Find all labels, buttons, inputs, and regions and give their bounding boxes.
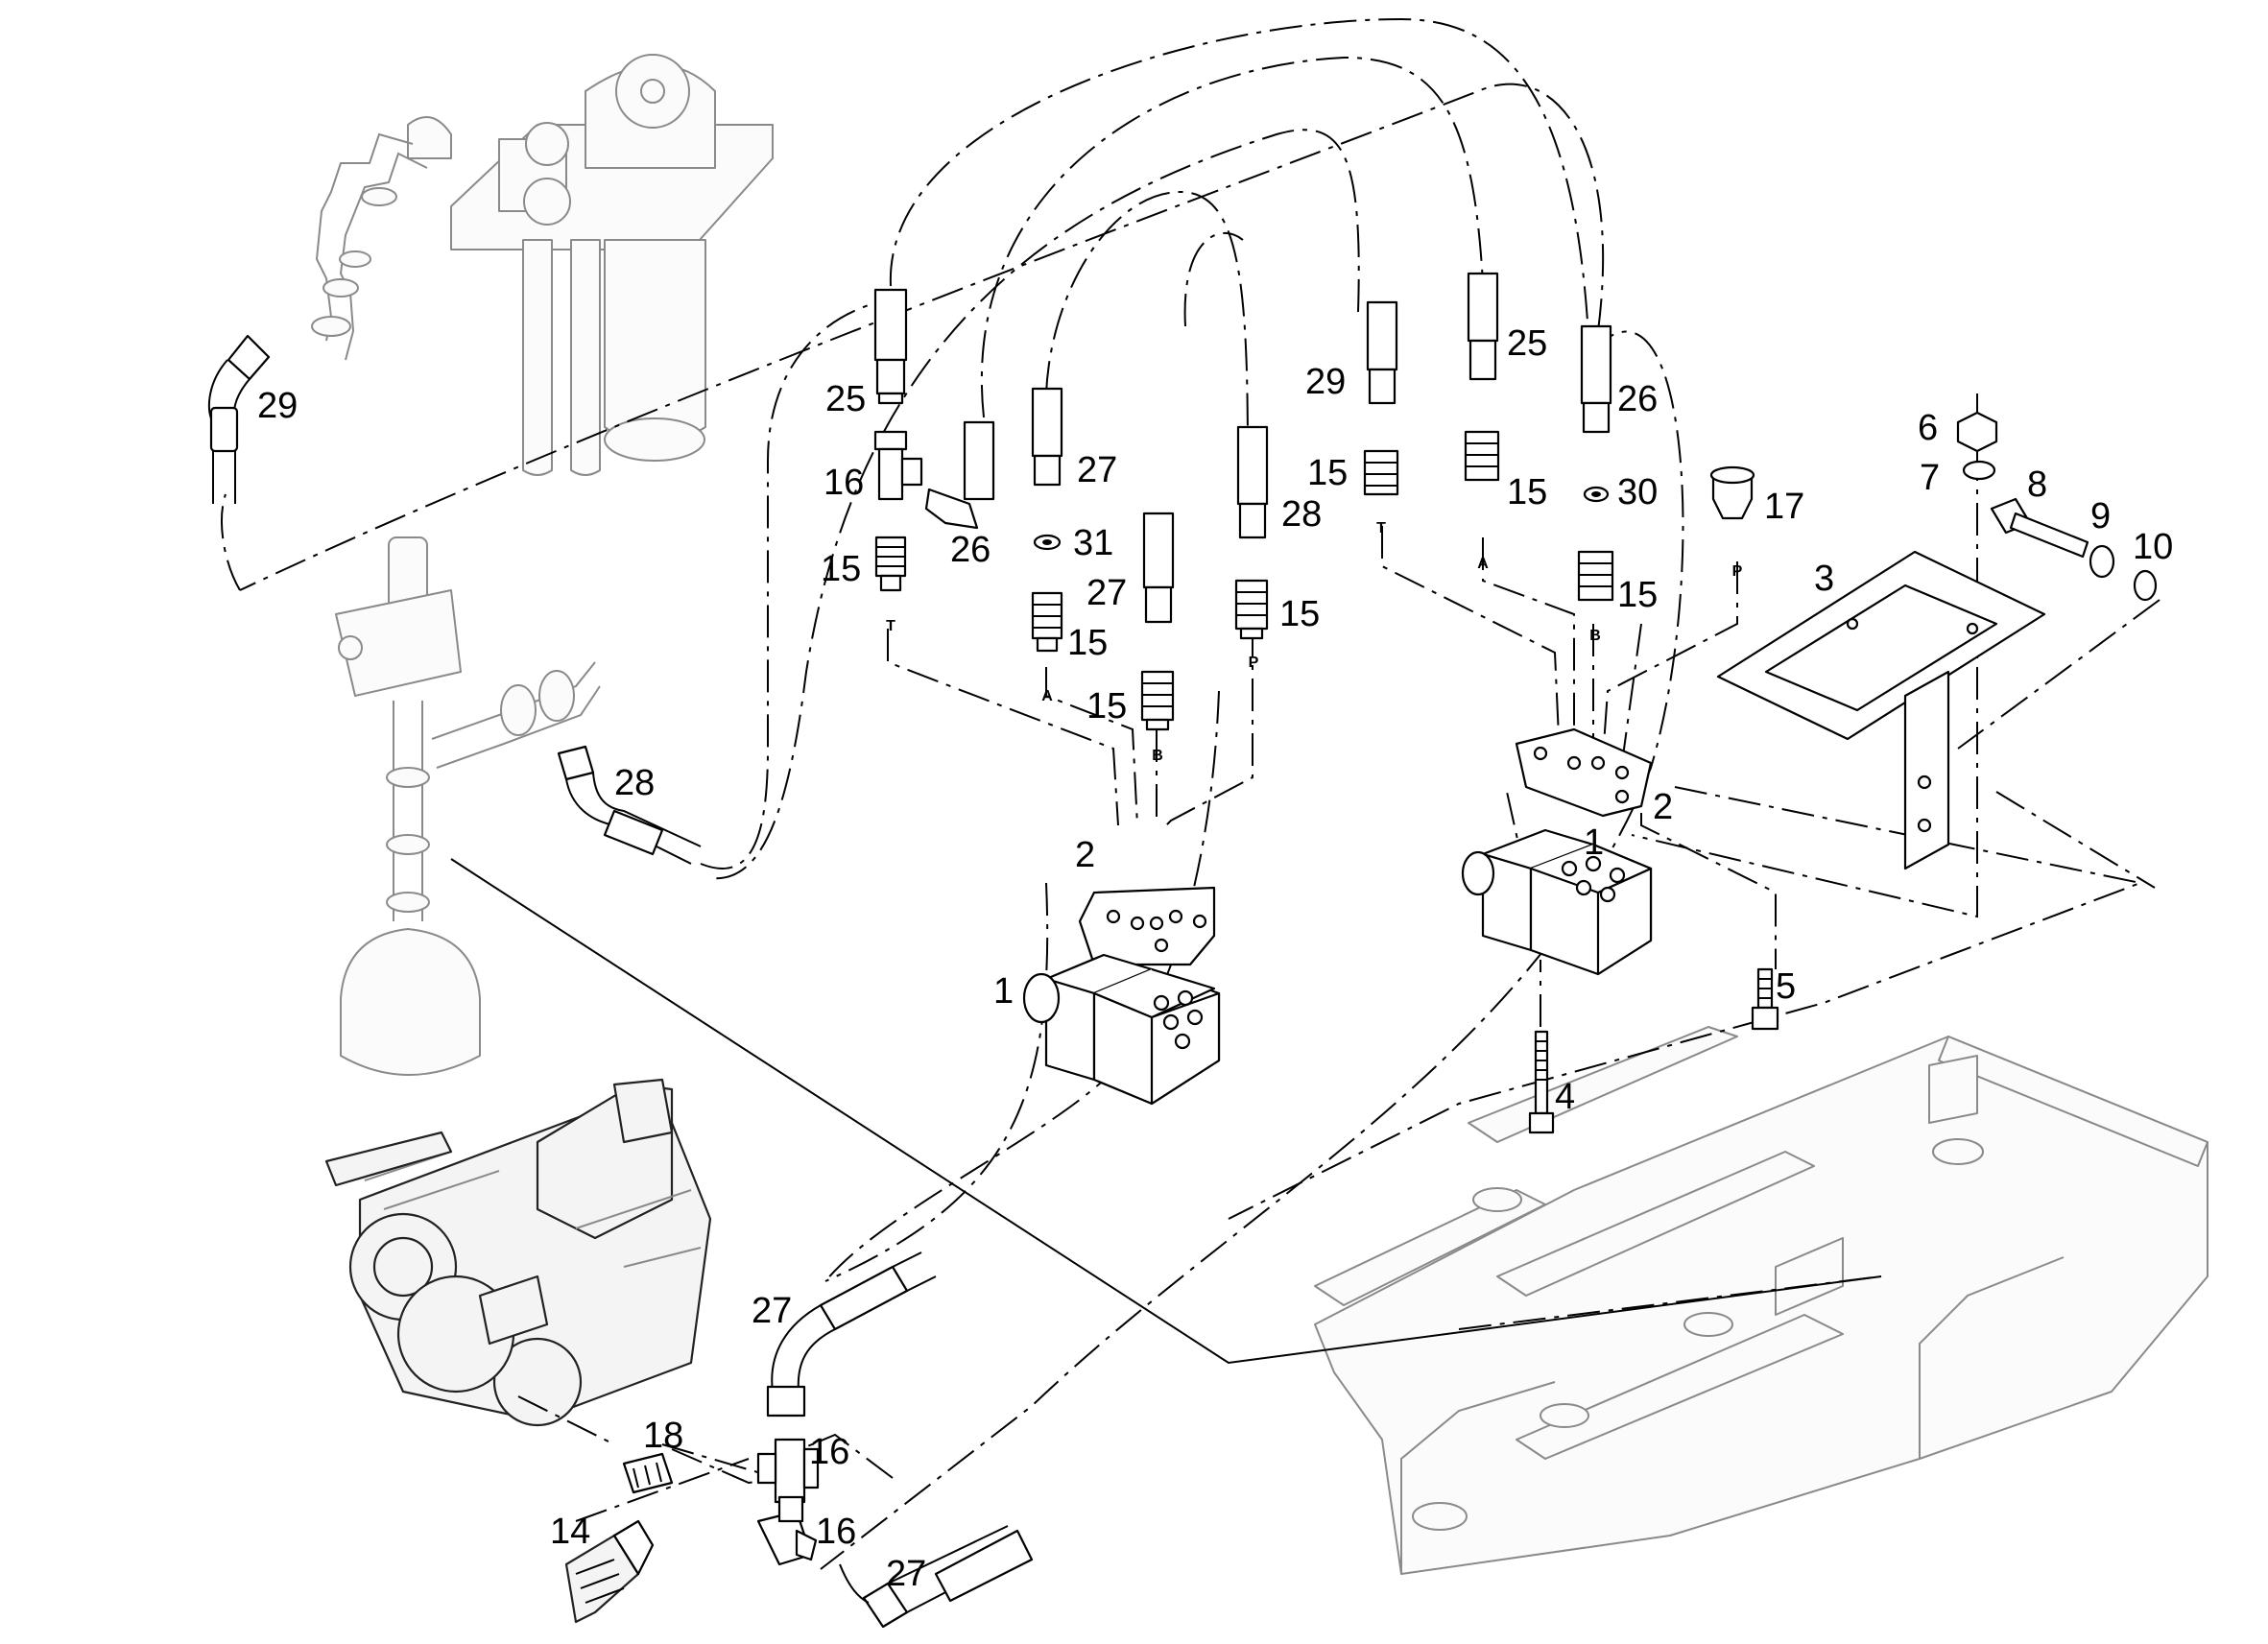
bolt-4	[1528, 1030, 1555, 1134]
callout-15-t-left: 15	[821, 549, 861, 589]
hardware-6-7-8-9-10	[1956, 411, 2158, 602]
hydraulic-tank-filter-unit	[311, 54, 774, 476]
port-label-t-right: T	[1376, 520, 1386, 536]
fitting-column-left-p	[1234, 425, 1269, 640]
fitting-column-left-a	[1031, 387, 1063, 653]
callout-29-right: 29	[1305, 362, 1346, 402]
hose-28	[557, 297, 903, 870]
callout-9: 9	[2090, 496, 2111, 536]
callout-26-right: 26	[1617, 379, 1658, 419]
callout-14: 14	[550, 1512, 590, 1552]
callout-16-bottom-lower: 16	[816, 1512, 856, 1552]
callout-29-left: 29	[257, 386, 298, 426]
callout-26-left: 26	[950, 530, 991, 570]
fitting-column-left-t	[873, 288, 923, 592]
solenoid-valve-1-right	[1461, 828, 1653, 976]
callout-16-left: 16	[824, 463, 864, 503]
gasket-plate-2-right	[1515, 727, 1653, 818]
callout-25-left: 25	[825, 379, 866, 419]
callout-10: 10	[2133, 527, 2173, 567]
hose-27-upper	[766, 1251, 937, 1418]
callout-27-bottom-upper: 27	[752, 1291, 792, 1331]
callout-7: 7	[1920, 458, 1940, 498]
tee-16-upper	[756, 1438, 820, 1504]
plug-17	[1709, 465, 1755, 520]
callout-15-a-right: 15	[1507, 472, 1547, 512]
tee-16-lower	[756, 1495, 818, 1566]
fitting-column-right-b	[1577, 324, 1614, 602]
fitting-column-right-t	[1363, 300, 1399, 496]
port-label-t-left: T	[886, 618, 895, 634]
callout-4: 4	[1555, 1077, 1575, 1117]
callout-18: 18	[643, 1416, 683, 1456]
callout-15-a-left: 15	[1067, 623, 1108, 663]
port-label-b-right: B	[1589, 628, 1601, 644]
accumulator-valve-assembly	[335, 536, 601, 1076]
port-label-a-left: A	[1041, 688, 1053, 704]
callout-numbers: 29 28 25 16 26 15 27 31 15 27 15 28 15 2…	[257, 323, 2173, 1594]
callout-27-mid-left: 27	[1086, 573, 1127, 613]
callout-15-t-right: 15	[1307, 453, 1348, 493]
port-label-b-left: B	[1152, 748, 1163, 764]
gasket-plate-2-left	[1078, 886, 1216, 966]
port-label-p-left: P	[1249, 655, 1259, 671]
callout-17: 17	[1764, 487, 1804, 527]
filter-14	[564, 1519, 655, 1624]
callout-15-b-left: 15	[1086, 686, 1127, 727]
bolt-5	[1751, 967, 1779, 1031]
callout-31: 31	[1073, 523, 1113, 563]
port-label-p-right: P	[1732, 563, 1743, 580]
mounting-bracket-3	[1716, 550, 2046, 870]
callout-28-left: 28	[614, 763, 655, 803]
callout-1-right: 1	[1584, 822, 1604, 863]
callout-6: 6	[1918, 408, 1938, 448]
callout-30: 30	[1617, 472, 1658, 512]
hose-29-left	[207, 334, 271, 504]
callout-27-upper-left: 27	[1077, 450, 1117, 490]
callout-28-mid: 28	[1281, 494, 1322, 535]
callout-16-bottom-upper: 16	[809, 1432, 849, 1472]
callout-1-left: 1	[993, 971, 1014, 1012]
hose-26-left-elbow	[924, 420, 995, 530]
callout-3: 3	[1814, 559, 1834, 599]
machine-chassis-frame	[1314, 1026, 2208, 1575]
port-letters: T A B P T A B P	[886, 520, 1743, 764]
fitting-column-left-b	[1140, 512, 1175, 731]
transmission-gearbox	[324, 1078, 712, 1427]
callout-5: 5	[1776, 966, 1796, 1007]
callout-15-b-right: 15	[1617, 575, 1658, 615]
callout-15-p-left: 15	[1279, 594, 1320, 634]
callout-2-left: 2	[1075, 835, 1095, 875]
callout-8: 8	[2027, 465, 2047, 505]
solenoid-valve-1-left	[1022, 953, 1221, 1106]
fitting-18	[622, 1452, 674, 1494]
fitting-column-right-a	[1464, 272, 1500, 482]
callout-2-right: 2	[1653, 787, 1673, 827]
callout-27-bottom-lower: 27	[886, 1554, 926, 1594]
hose-27-lower	[839, 1525, 1034, 1629]
callout-25-right: 25	[1507, 323, 1547, 364]
port-label-a-right: A	[1477, 556, 1489, 572]
